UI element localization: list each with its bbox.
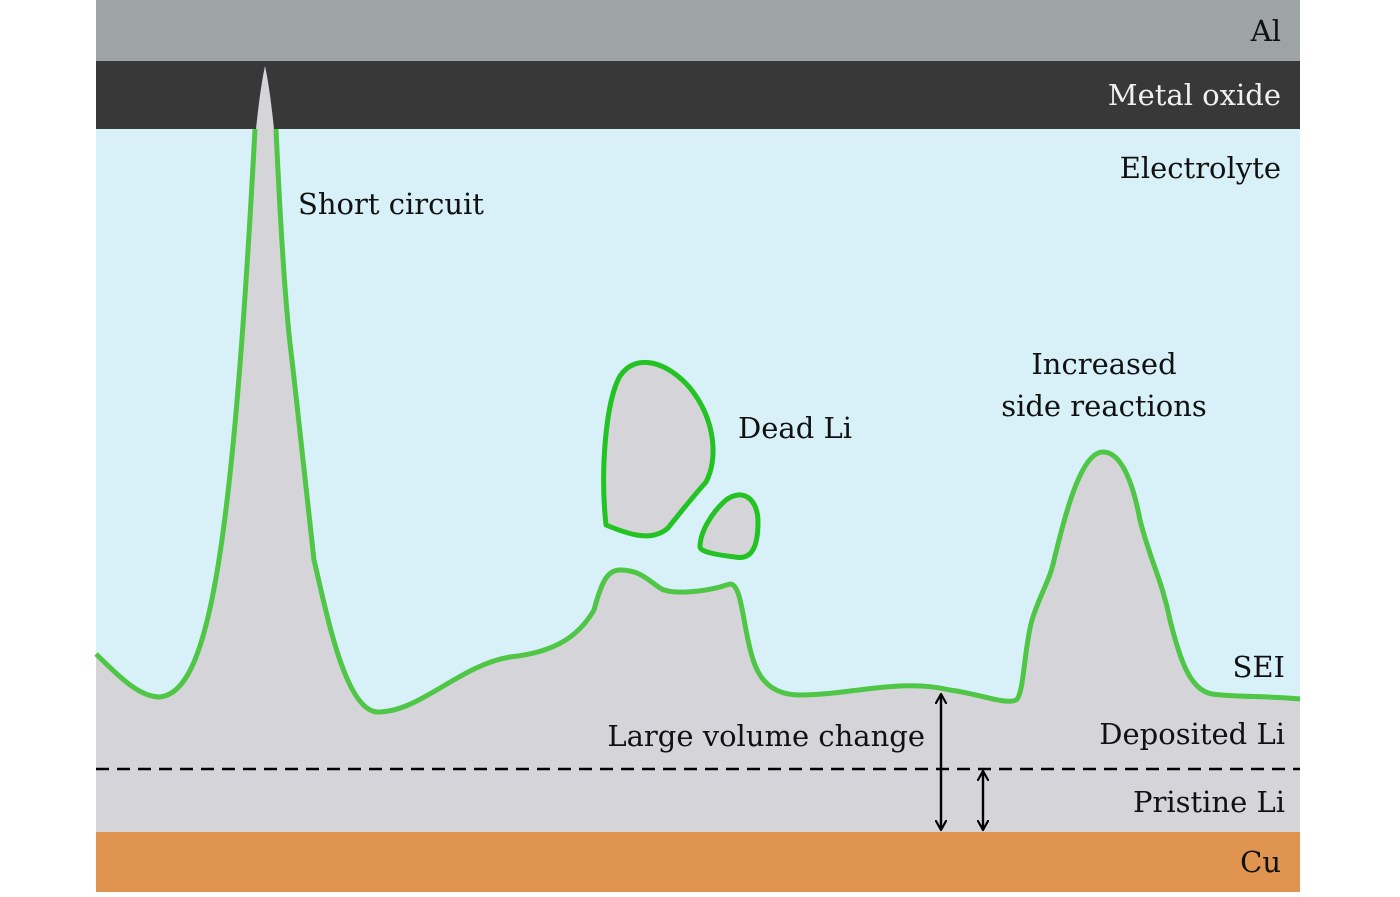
label-deposited-li: Deposited Li [1099,717,1285,751]
copper-layer [96,832,1300,892]
label-electrolyte: Electrolyte [1120,151,1281,185]
label-cu: Cu [1240,845,1281,879]
annotation-volume-change: Large volume change [607,719,925,753]
label-al: Al [1250,14,1281,48]
sei-boundary-line [94,128,1301,715]
dead-lithium-large [601,359,716,539]
label-pristine-li: Pristine Li [1133,785,1285,819]
label-metal-oxide: Metal oxide [1108,78,1281,112]
deposited-lithium-region [96,66,1300,832]
annotation-side-reactions-line1: Increased [1031,347,1176,381]
label-sei: SEI [1233,650,1286,684]
dendrite-tip [256,66,274,129]
annotation-side-reactions-line2: side reactions [1001,389,1207,423]
dead-lithium-small [697,492,761,560]
aluminum-layer [96,0,1300,61]
metal-oxide-layer [96,61,1300,129]
annotation-dead-li: Dead Li [738,411,852,445]
annotation-short-circuit: Short circuit [298,187,484,221]
